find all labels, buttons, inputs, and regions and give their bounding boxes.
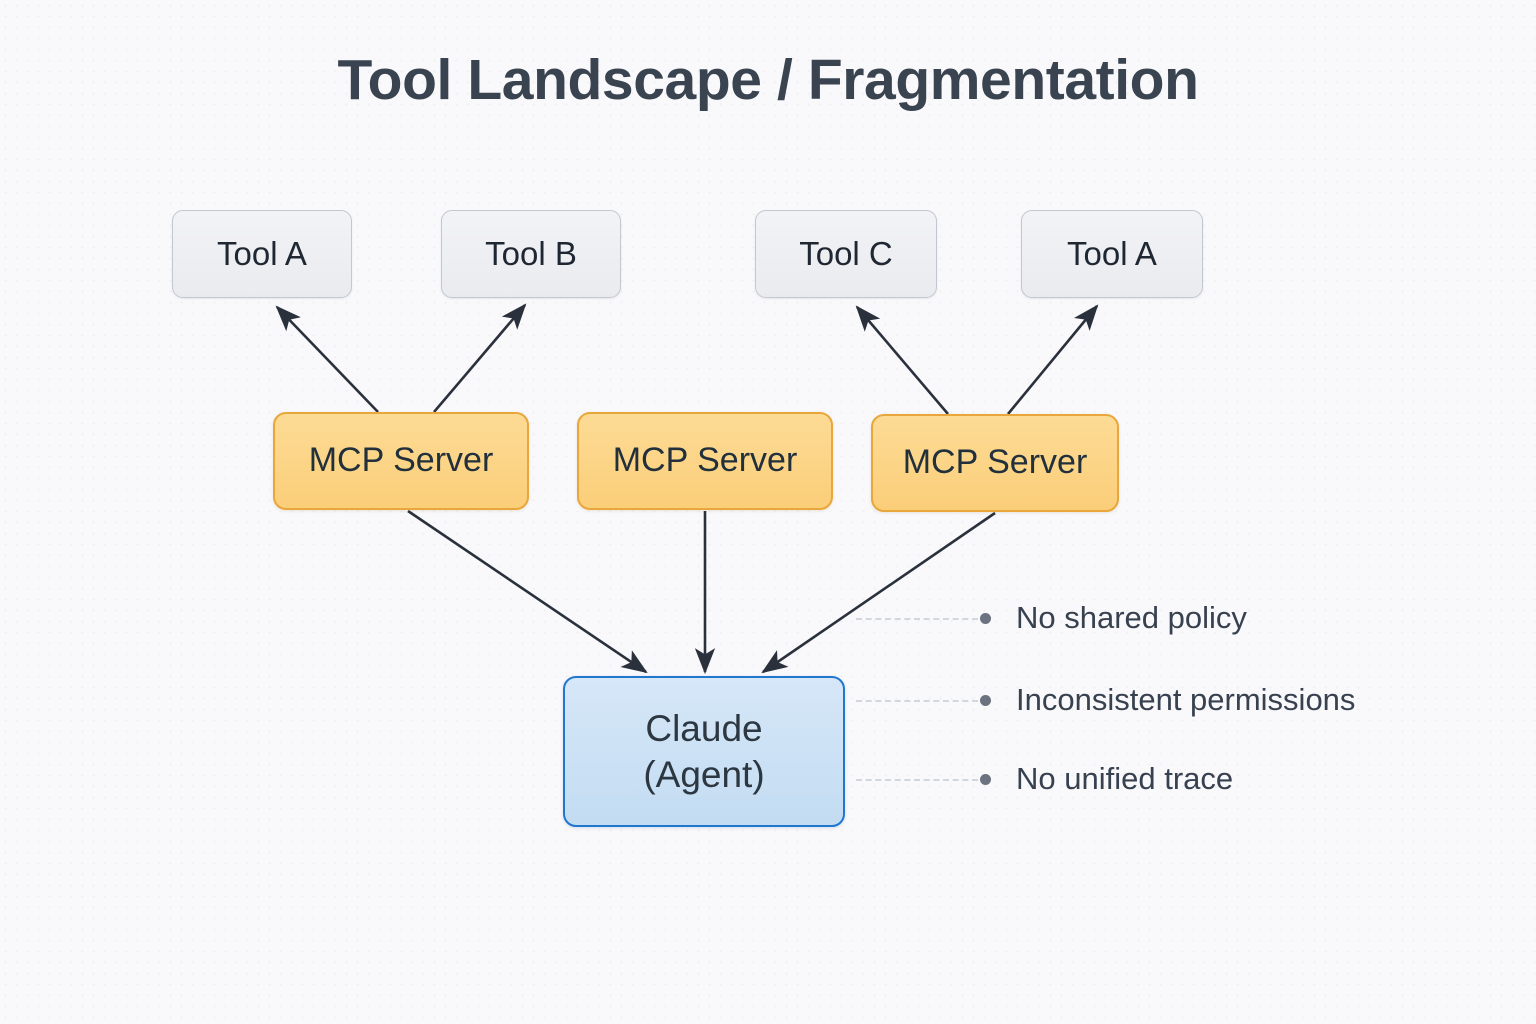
bullet-no-unified-trace bbox=[980, 774, 991, 785]
tool-node-label: Tool A bbox=[1067, 234, 1157, 272]
leader-line-no-shared-policy bbox=[856, 618, 978, 620]
edge-mcp3-to-agent bbox=[761, 511, 996, 674]
tool-node-b[interactable]: Tool B bbox=[441, 210, 621, 298]
mcp-server-node-3[interactable]: MCP Server bbox=[871, 414, 1119, 512]
tool-node-label: Tool C bbox=[799, 234, 893, 272]
claude-agent-label-secondary: (Agent) bbox=[643, 753, 765, 795]
leader-line-inconsistent-permissions bbox=[856, 700, 978, 702]
edge-mcp1-to-agent bbox=[407, 509, 648, 674]
edge-mcp1-to-tool-b bbox=[433, 303, 527, 413]
claude-agent-node[interactable]: Claude (Agent) bbox=[563, 676, 845, 827]
bullet-inconsistent-permissions bbox=[980, 695, 991, 706]
mcp-server-label: MCP Server bbox=[612, 441, 798, 480]
tool-node-label: Tool B bbox=[485, 234, 577, 272]
edge-mcp3-to-tool-a bbox=[1006, 304, 1099, 415]
tool-node-a-1[interactable]: Tool A bbox=[172, 210, 352, 298]
mcp-server-node-2[interactable]: MCP Server bbox=[577, 412, 833, 510]
edge-mcp3-to-tool-c bbox=[855, 305, 949, 415]
annotation-label: No unified trace bbox=[1016, 761, 1234, 796]
edge-mcp1-to-tool-a bbox=[275, 305, 379, 413]
leader-line-no-unified-trace bbox=[856, 779, 978, 781]
bullet-no-shared-policy bbox=[980, 613, 991, 624]
tool-node-label: Tool A bbox=[217, 234, 307, 272]
claude-agent-label-primary: Claude bbox=[645, 708, 763, 750]
tool-node-a-2[interactable]: Tool A bbox=[1021, 210, 1203, 298]
tool-node-c[interactable]: Tool C bbox=[755, 210, 937, 298]
annotation-no-unified-trace: No unified trace bbox=[1016, 761, 1233, 797]
annotation-label: No shared policy bbox=[1016, 600, 1247, 635]
mcp-server-label: MCP Server bbox=[308, 441, 494, 480]
mcp-server-label: MCP Server bbox=[902, 443, 1088, 482]
page-title: Tool Landscape / Fragmentation bbox=[337, 48, 1199, 112]
annotation-inconsistent-permissions: Inconsistent permissions bbox=[1016, 682, 1355, 718]
annotation-label: Inconsistent permissions bbox=[1016, 682, 1356, 717]
mcp-server-node-1[interactable]: MCP Server bbox=[273, 412, 529, 510]
annotation-no-shared-policy: No shared policy bbox=[1016, 600, 1247, 636]
